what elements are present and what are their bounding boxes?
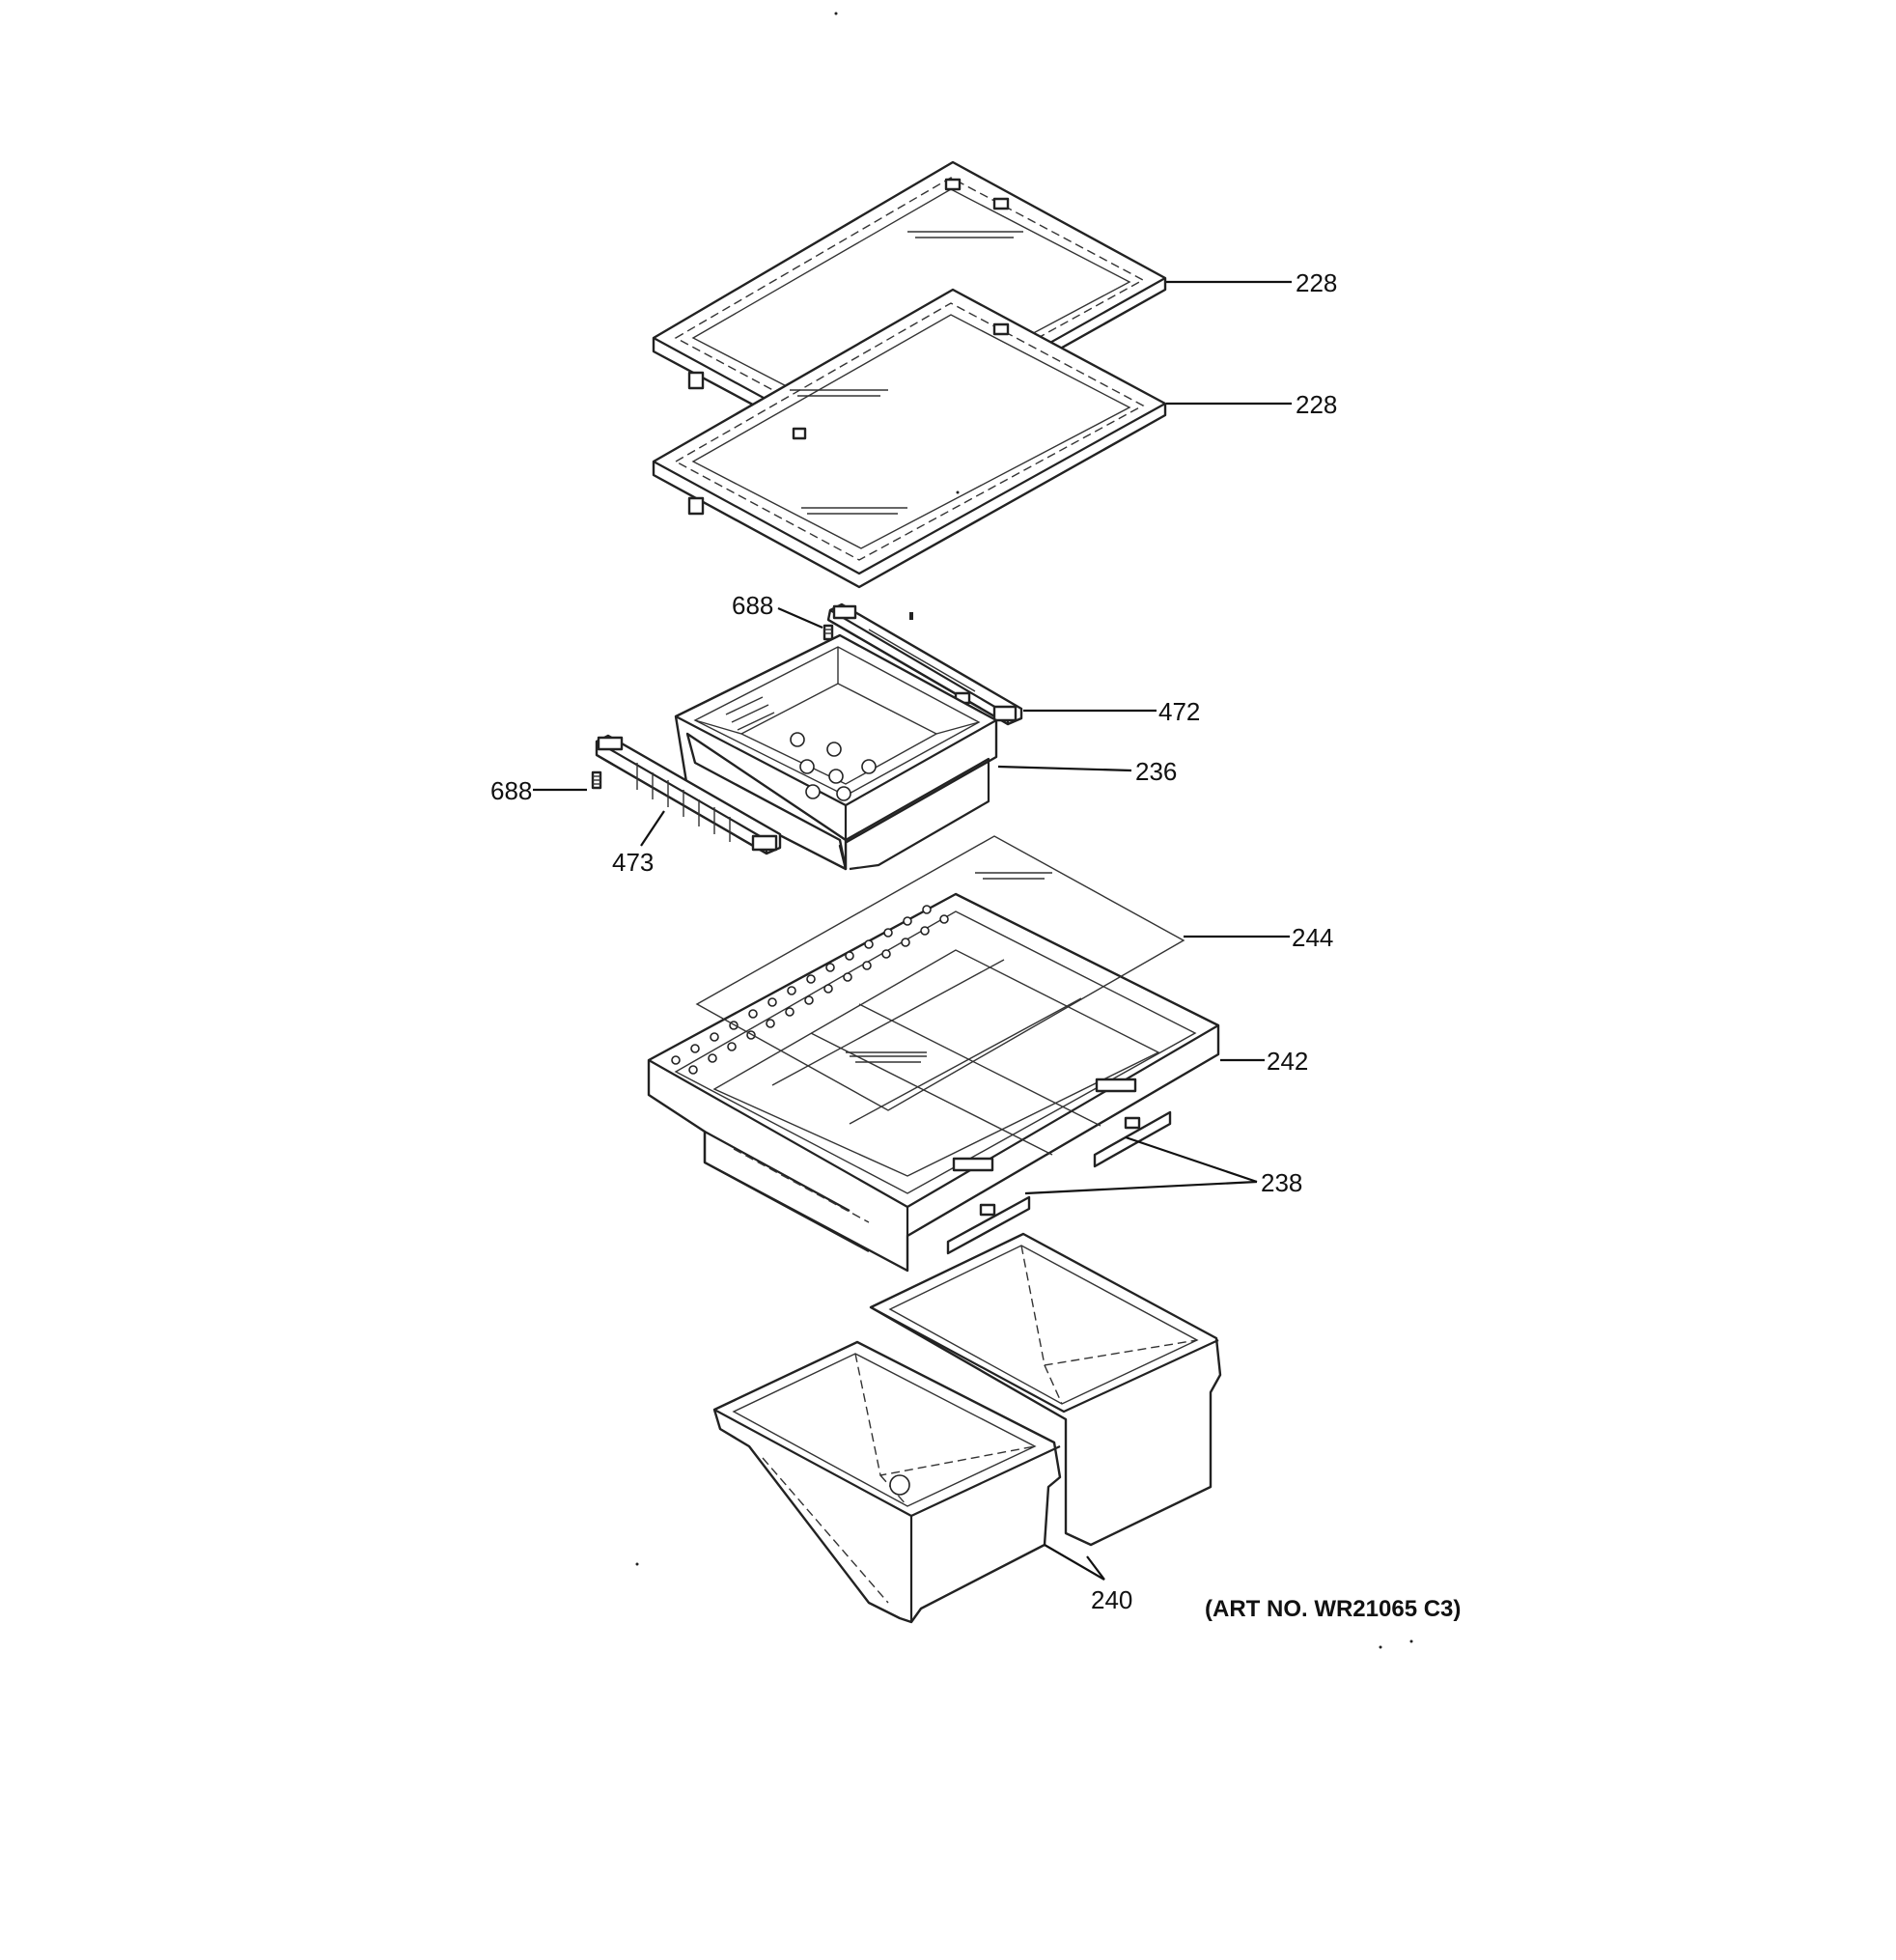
callout-688-lower: 688 <box>490 776 532 805</box>
callout-240: 240 <box>1091 1585 1132 1614</box>
drawer-rail-left <box>595 734 782 855</box>
callout-238: 238 <box>1261 1168 1302 1197</box>
cover-holes <box>671 905 949 1075</box>
stray-dot <box>956 490 960 494</box>
callout-472: 472 <box>1158 697 1200 726</box>
humidity-slide-left <box>946 1195 1031 1255</box>
stray-dot <box>834 12 838 15</box>
shelf-frame-lower <box>652 288 1167 589</box>
callout-228-upper: 228 <box>1296 268 1337 297</box>
pan-cover-frame <box>647 892 1220 1273</box>
meat-pan-drawer <box>674 633 998 871</box>
callout-688-upper: 688 <box>732 591 773 620</box>
crisper-glass <box>695 835 1185 1111</box>
callout-236: 236 <box>1135 757 1177 786</box>
screw-upper <box>823 624 834 641</box>
stray-dot <box>1409 1639 1413 1643</box>
callout-242: 242 <box>1267 1047 1308 1076</box>
art-number: (ART NO. WR21065 C3) <box>1205 1596 1461 1622</box>
leader-lines <box>533 280 1292 1581</box>
callout-473: 473 <box>612 848 654 877</box>
stray-dot <box>1379 1645 1382 1649</box>
crisper-pan-front <box>712 1340 1062 1624</box>
callout-244: 244 <box>1292 923 1333 952</box>
stray-dot <box>635 1562 639 1566</box>
callout-228-lower: 228 <box>1296 390 1337 419</box>
small-mark <box>909 612 913 620</box>
screw-lower <box>591 770 602 790</box>
crisper-pan-rear <box>869 1232 1222 1547</box>
